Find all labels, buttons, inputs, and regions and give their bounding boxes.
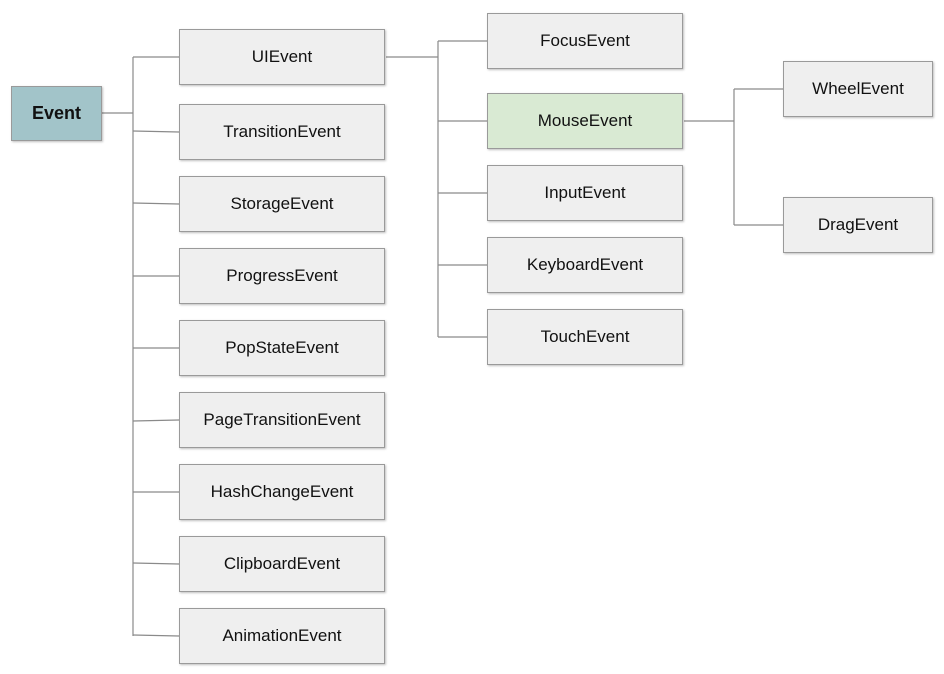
node-inputevent: InputEvent [487,165,683,221]
node-event: Event [11,86,102,141]
connector-l1-1 [132,130,180,133]
node-mouseevent: MouseEvent [487,93,683,149]
node-clipboardevent: ClipboardEvent [179,536,385,592]
node-pagetransitionevent: PageTransitionEvent [179,392,385,448]
node-touchevent: TouchEvent [487,309,683,365]
node-hashchangeevent: HashChangeEvent [179,464,385,520]
connector-l1-7 [132,562,180,565]
node-wheelevent: WheelEvent [783,61,933,117]
node-animationevent: AnimationEvent [179,608,385,664]
node-progressevent: ProgressEvent [179,248,385,304]
node-uievent: UIEvent [179,29,385,85]
connector-l1-2 [132,202,180,205]
node-transitionevent: TransitionEvent [179,104,385,160]
node-popstateevent: PopStateEvent [179,320,385,376]
connector-l1-5 [132,419,180,422]
node-storageevent: StorageEvent [179,176,385,232]
node-dragevent: DragEvent [783,197,933,253]
connector-l1-8 [132,634,180,637]
node-keyboardevent: KeyboardEvent [487,237,683,293]
node-focusevent: FocusEvent [487,13,683,69]
